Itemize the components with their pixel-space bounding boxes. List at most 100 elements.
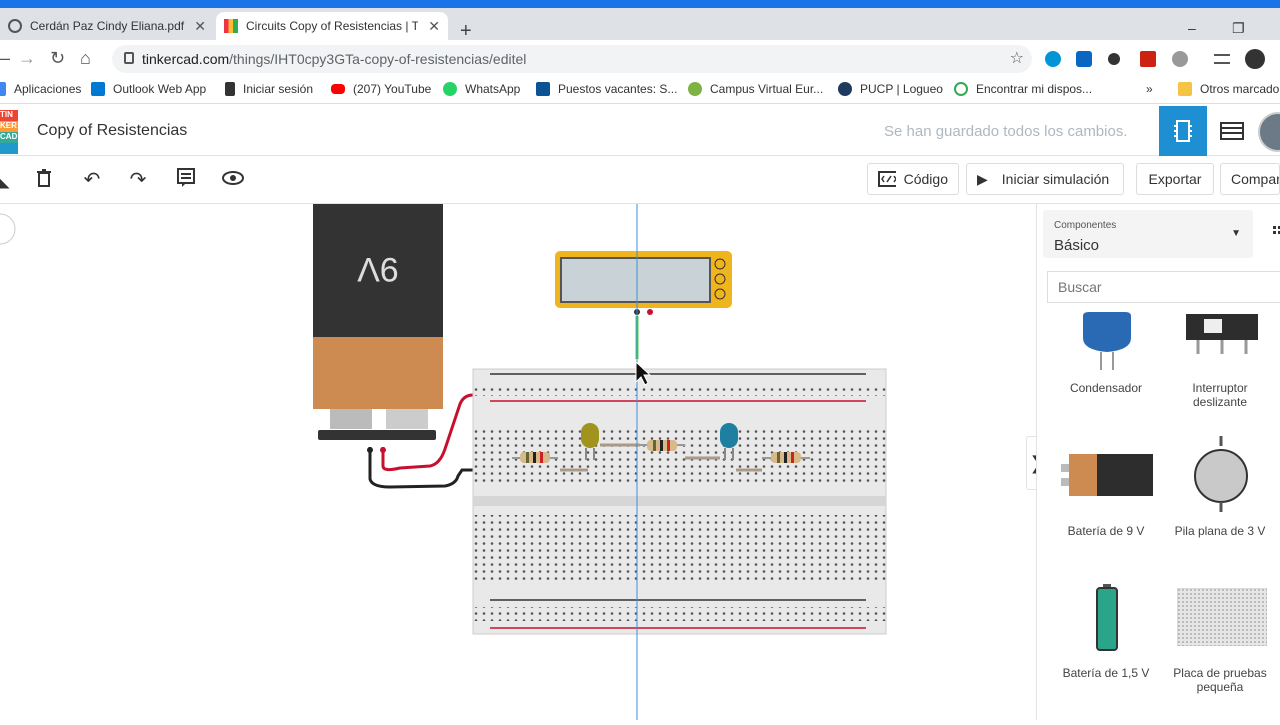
mouse-cursor-icon [635, 360, 652, 386]
led-yellow[interactable] [581, 423, 599, 460]
n-logo-icon [225, 82, 235, 96]
bookmark-apps[interactable]: Aplicaciones [0, 82, 81, 96]
address-row: – → ↻ ⌂ tinkercad.com/things/IHT0cpy3GTa… [0, 40, 1280, 76]
tinkercad-favicon [224, 19, 238, 33]
black-terminal [367, 447, 373, 453]
breadboard[interactable] [472, 368, 887, 635]
circuit-canvas[interactable]: 9V [0, 204, 1036, 720]
design-title[interactable]: Copy of Resistencias [37, 122, 188, 139]
share-label: Compartir [1231, 171, 1280, 187]
circuit-view-button[interactable] [1159, 106, 1207, 156]
circle-extension-icon[interactable] [1108, 53, 1120, 65]
bookmark-campus[interactable]: Campus Virtual Eur... [688, 82, 823, 96]
user-avatar[interactable] [1258, 112, 1280, 152]
battery-9v-icon[interactable] [1061, 454, 1155, 496]
bookmark-label: Otros marcadores [1200, 82, 1280, 96]
grid-view-icon[interactable] [1273, 226, 1280, 238]
bookmark-pucp[interactable]: PUCP | Logueo [838, 82, 943, 96]
close-tab-icon[interactable]: ✕ [194, 18, 206, 34]
share-button[interactable]: Compartir [1220, 163, 1280, 195]
bookmark-star-icon[interactable]: ☆ [1009, 50, 1024, 67]
url-host: tinkercad.com [142, 51, 230, 67]
bookmark-label: Aplicaciones [14, 82, 82, 96]
forward-icon[interactable]: → [18, 48, 36, 68]
notes-icon[interactable] [174, 168, 198, 192]
url-path: /things/IHT0cpy3GTa-copy-of-resistencias… [229, 51, 527, 67]
bookmark-label: Campus Virtual Eur... [710, 82, 824, 96]
list-icon [1220, 122, 1244, 140]
bookmark-outlook[interactable]: Outlook Web App [91, 82, 206, 96]
zoom-fit-icon[interactable] [0, 213, 16, 245]
start-simulation-button[interactable]: ▶ Iniciar simulación [966, 163, 1124, 195]
url-bar[interactable]: tinkercad.com/things/IHT0cpy3GTa-copy-of… [112, 45, 1032, 73]
reading-list-icon[interactable] [1214, 54, 1230, 64]
component-search-input[interactable] [1047, 271, 1280, 303]
linkedin-extension-icon[interactable] [1076, 51, 1092, 67]
resistor-2[interactable] [640, 440, 685, 451]
tab-title: Cerdán Paz Cindy Eliana.pdf [30, 19, 185, 33]
pucp-icon [838, 82, 852, 96]
profile-icon[interactable] [1245, 49, 1265, 69]
black-wire[interactable] [368, 447, 512, 489]
battery-9v[interactable]: 9V [313, 204, 443, 440]
close-tab-icon[interactable]: ✕ [428, 18, 440, 34]
bookmark-vacancies[interactable]: Puestos vacantes: S... [536, 82, 677, 96]
coin-cell-icon[interactable] [1192, 436, 1250, 514]
reload-icon[interactable]: ↻ [50, 48, 66, 68]
resistor-3[interactable] [762, 452, 810, 463]
red-wire[interactable] [381, 393, 497, 472]
slide-switch-icon[interactable] [1186, 314, 1258, 356]
bookmark-other[interactable]: Otros marcadores [1178, 82, 1280, 96]
hp-extension-icon[interactable] [1045, 51, 1061, 67]
home-icon[interactable]: ⌂ [80, 48, 91, 68]
bookmark-label: Puestos vacantes: S... [558, 82, 678, 96]
components-dropdown[interactable]: Componentes Básico ▼ [1043, 210, 1253, 258]
breadboard-chip-icon [1174, 120, 1192, 142]
play-icon: ▶ [977, 170, 988, 187]
restore-icon[interactable]: ❐ [1232, 20, 1245, 36]
caret-down-icon: ▼ [1231, 228, 1241, 239]
capacitor-icon[interactable] [1079, 312, 1135, 372]
tab-pdf[interactable]: Cerdán Paz Cindy Eliana.pdf ✕ [0, 12, 214, 40]
visibility-icon[interactable] [221, 168, 245, 192]
youtube-icon [331, 84, 345, 94]
bookmarks-bar: Aplicaciones Outlook Web App Iniciar ses… [0, 76, 1280, 104]
edit-icon[interactable]: ◣ [0, 169, 10, 191]
help-extension-icon[interactable] [1172, 51, 1188, 67]
editor-toolbar: ◣ ↶ ↷ Código ▶ Iniciar simulación Export… [0, 156, 1280, 204]
battery-aa-icon[interactable] [1095, 584, 1119, 652]
tab-tinkercad[interactable]: Circuits Copy of Resistencias | Tin ✕ [216, 12, 448, 40]
small-breadboard-icon[interactable] [1177, 588, 1267, 646]
back-icon[interactable]: – [0, 48, 11, 68]
battery-label: 9V [357, 250, 399, 288]
minimize-icon[interactable]: – [1188, 20, 1196, 36]
export-label: Exportar [1148, 171, 1202, 187]
delete-icon[interactable] [32, 168, 56, 192]
bookmarks-overflow-icon[interactable]: » [1146, 82, 1153, 96]
led-blue[interactable] [720, 423, 738, 460]
os-accent-bar [0, 0, 1280, 8]
export-button[interactable]: Exportar [1136, 163, 1214, 195]
pdf-extension-icon[interactable] [1140, 51, 1156, 67]
resistor-1[interactable] [512, 452, 558, 463]
campus-icon [688, 82, 702, 96]
bookmark-label: WhatsApp [465, 82, 521, 96]
code-button[interactable]: Código [867, 163, 959, 195]
component-list-view-button[interactable] [1208, 106, 1256, 156]
workplane[interactable]: 9V [0, 204, 1036, 720]
bookmark-whatsapp[interactable]: WhatsApp [443, 82, 520, 96]
bookmark-youtube[interactable]: (207) YouTube [331, 82, 431, 96]
redo-icon[interactable]: ↷ [129, 169, 147, 191]
simulate-label: Iniciar simulación [1001, 171, 1110, 187]
bookmark-login[interactable]: Iniciar sesión [225, 82, 313, 96]
new-tab-icon[interactable]: + [460, 20, 472, 42]
bookmark-find-device[interactable]: Encontrar mi dispos... [954, 82, 1092, 96]
bookmark-label: Outlook Web App [113, 82, 207, 96]
undo-icon[interactable]: ↶ [83, 169, 101, 191]
whatsapp-icon [443, 82, 457, 96]
multimeter[interactable] [555, 251, 732, 315]
dropdown-caption: Componentes [1054, 220, 1117, 231]
